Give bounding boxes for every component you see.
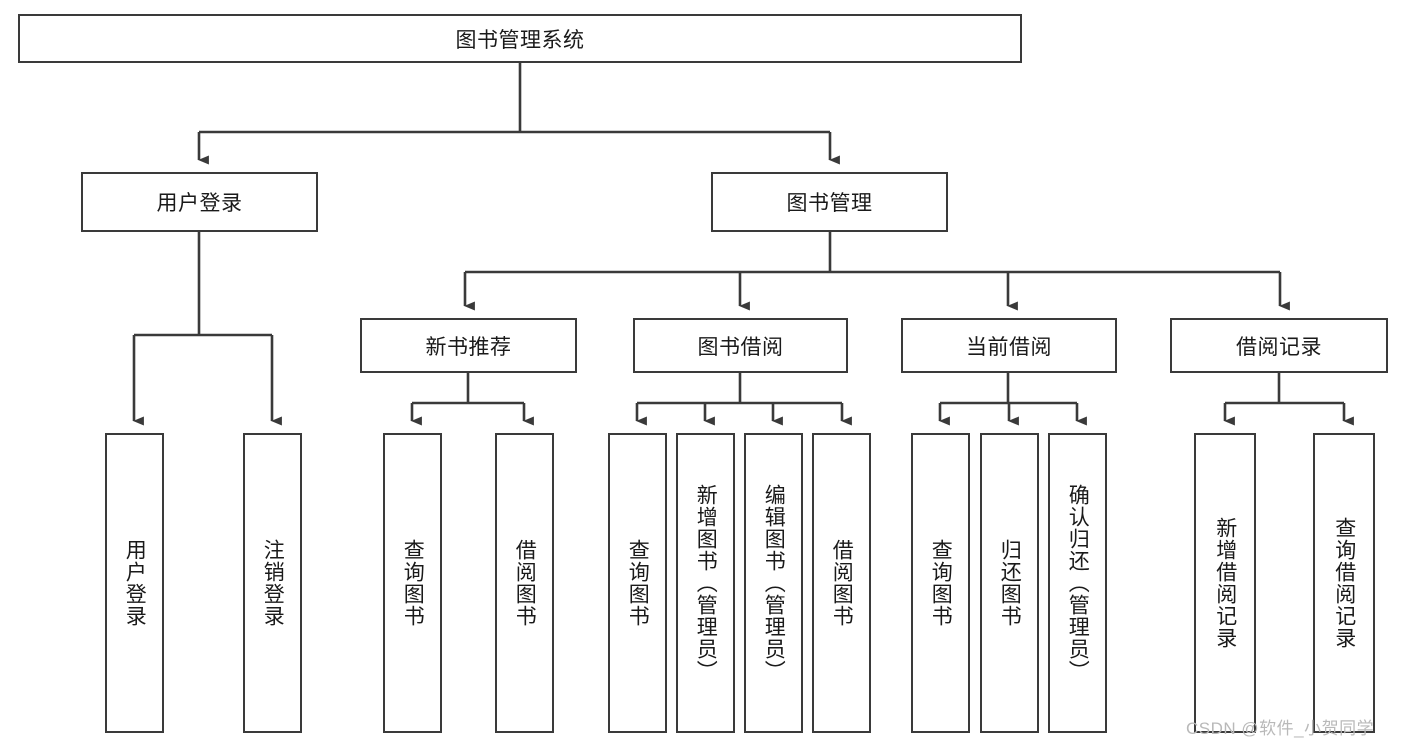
node-leaf-edit-book[interactable]: 编辑图书（管理员） [744,433,803,733]
node-leaf-borrow-book-a-label: 借阅图书 [513,539,537,627]
node-leaf-add-record[interactable]: 新增借阅记录 [1194,433,1256,733]
node-new-book-rec[interactable]: 新书推荐 [360,318,577,373]
node-leaf-query-book-a-label: 查询图书 [401,539,425,627]
node-borrow-record-label: 借阅记录 [1236,335,1322,359]
node-leaf-user-logout-label: 注销登录 [261,539,285,627]
node-leaf-add-record-label: 新增借阅记录 [1213,517,1237,649]
node-book-borrow[interactable]: 图书借阅 [633,318,848,373]
node-leaf-query-book-c[interactable]: 查询图书 [911,433,970,733]
node-leaf-borrow-book-b[interactable]: 借阅图书 [812,433,871,733]
node-user-login[interactable]: 用户登录 [81,172,318,232]
node-leaf-edit-book-label: 编辑图书（管理员） [762,484,786,682]
node-leaf-return-book-label: 归还图书 [998,539,1022,627]
node-current-borrow-label: 当前借阅 [966,335,1052,359]
node-leaf-user-logout[interactable]: 注销登录 [243,433,302,733]
node-book-manage-label: 图书管理 [786,192,873,215]
node-borrow-record[interactable]: 借阅记录 [1170,318,1388,373]
node-current-borrow[interactable]: 当前借阅 [901,318,1117,373]
node-leaf-borrow-book-b-label: 借阅图书 [830,539,854,627]
node-leaf-query-book-a[interactable]: 查询图书 [383,433,442,733]
node-leaf-query-record[interactable]: 查询借阅记录 [1313,433,1375,733]
watermark: CSDN @软件_小贺同学 [1186,719,1375,738]
node-book-borrow-label: 图书借阅 [697,335,784,359]
node-leaf-add-book[interactable]: 新增图书（管理员） [676,433,735,733]
node-leaf-user-login[interactable]: 用户登录 [105,433,164,733]
node-leaf-query-book-c-label: 查询图书 [929,539,953,627]
node-leaf-query-book-b[interactable]: 查询图书 [608,433,667,733]
node-book-manage[interactable]: 图书管理 [711,172,948,232]
node-leaf-add-book-label: 新增图书（管理员） [694,484,718,682]
node-leaf-borrow-book-a[interactable]: 借阅图书 [495,433,554,733]
node-leaf-query-record-label: 查询借阅记录 [1332,517,1356,649]
node-user-login-label: 用户登录 [156,192,243,215]
node-leaf-confirm-return[interactable]: 确认归还（管理员） [1048,433,1107,733]
node-new-book-rec-label: 新书推荐 [425,335,512,359]
node-leaf-confirm-return-label: 确认归还（管理员） [1066,484,1090,682]
node-leaf-query-book-b-label: 查询图书 [626,539,650,627]
node-leaf-user-login-label: 用户登录 [123,539,147,627]
node-root-label: 图书管理系统 [455,28,585,52]
node-leaf-return-book[interactable]: 归还图书 [980,433,1039,733]
node-root[interactable]: 图书管理系统 [18,14,1022,63]
